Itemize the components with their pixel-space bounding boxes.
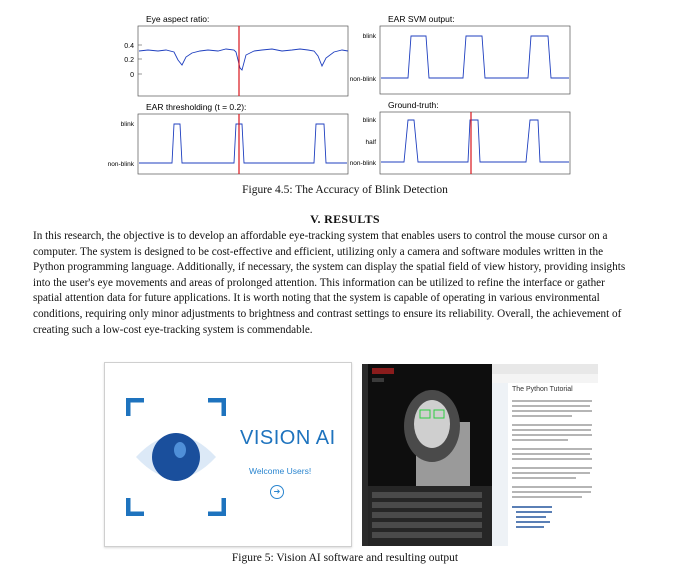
panel-title: EAR thresholding (t = 0.2):	[146, 102, 246, 112]
eye-logo-icon	[126, 398, 226, 516]
vision-ai-window	[104, 362, 352, 547]
continue-arrow-button[interactable]: ➔	[270, 485, 284, 499]
section-heading: V. RESULTS	[310, 212, 380, 226]
ytick: 0.2	[124, 57, 134, 64]
ytick: non-blink	[350, 160, 377, 167]
panel-ear-svm-output: EAR SVM output: blink non-blink	[350, 14, 571, 95]
ytick: 0	[130, 72, 134, 79]
results-paragraph: In this research, the objective is to de…	[33, 229, 659, 338]
panel-ground-truth: Ground-truth: blink half non-blink	[350, 100, 571, 175]
panel-eye-aspect-ratio: Eye aspect ratio: 0.4 0.2 0	[124, 14, 349, 97]
paragraph-line: Python programming language. Additionall…	[33, 261, 626, 274]
welcome-text: Welcome Users!	[249, 466, 312, 476]
paragraph-line: conditions, requiring only minor adjustm…	[33, 307, 622, 320]
figure-4-5-caption: Figure 4.5: The Accuracy of Blink Detect…	[242, 184, 448, 196]
blink-detection-figure: Eye aspect ratio: 0.4 0.2 0 EAR SVM outp…	[108, 14, 571, 175]
ytick: blink	[121, 121, 135, 128]
panel-ear-thresholding: EAR thresholding (t = 0.2): blink non-bl…	[108, 102, 349, 175]
ytick: blink	[363, 33, 377, 40]
output-desktop-view	[362, 364, 598, 546]
ytick: blink	[363, 117, 377, 124]
ytick: non-blink	[108, 161, 135, 168]
ear-signal-line	[138, 48, 349, 71]
panel-title: Ground-truth:	[388, 100, 439, 110]
paragraph-line: creating such a low-cost eye-tracking sy…	[33, 323, 313, 336]
figure-5-caption: Figure 5: Vision AI software and resulti…	[231, 552, 459, 564]
paragraph-line: computer. The system is designed to be c…	[33, 245, 604, 258]
ytick: half	[366, 139, 377, 146]
svm-signal-line	[381, 35, 569, 79]
panel-title: Eye aspect ratio:	[146, 14, 209, 24]
panel-title: EAR SVM output:	[388, 14, 455, 24]
ground-truth-line	[381, 119, 569, 163]
tutorial-title: The Python Tutorial	[512, 386, 573, 393]
paragraph-line: into the user's eye movements and areas …	[33, 276, 605, 289]
ytick: non-blink	[350, 76, 377, 83]
app-title: VISION AI	[240, 427, 336, 449]
paragraph-line: spatial attention data for future applic…	[33, 292, 600, 305]
ytick: 0.4	[124, 43, 134, 50]
paragraph-line: In this research, the objective is to de…	[33, 230, 608, 242]
output-screenshot: The Python Tutorial	[362, 364, 598, 546]
